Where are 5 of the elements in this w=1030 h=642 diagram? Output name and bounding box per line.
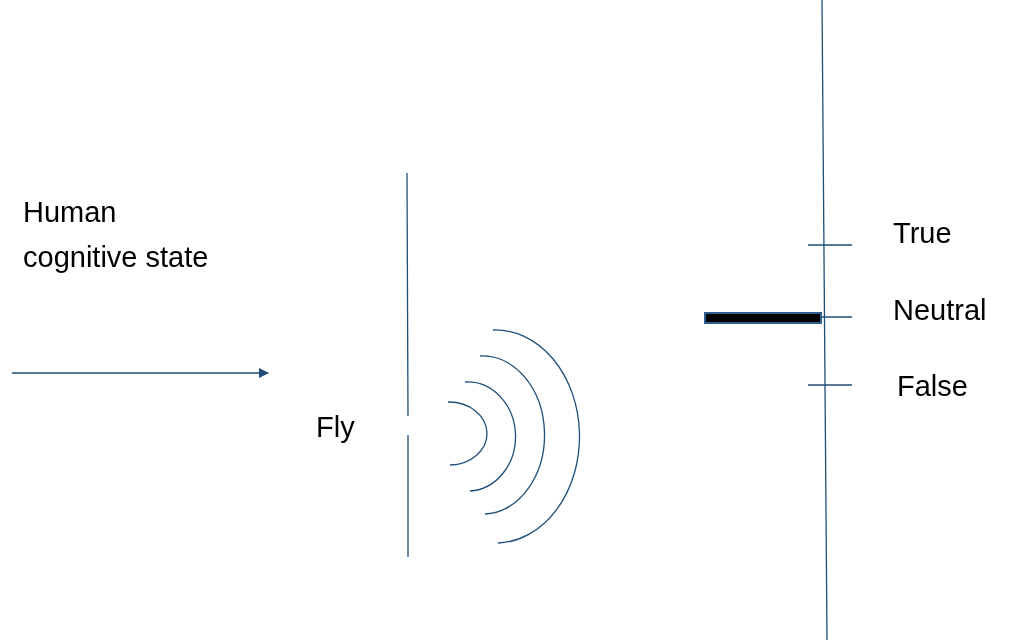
- scale-label: False: [897, 369, 969, 404]
- scale-label: True: [893, 216, 953, 251]
- scale-label: Neutral: [893, 293, 988, 328]
- label-text: Fly: [316, 410, 356, 445]
- label-text: Human cognitive state: [23, 195, 210, 275]
